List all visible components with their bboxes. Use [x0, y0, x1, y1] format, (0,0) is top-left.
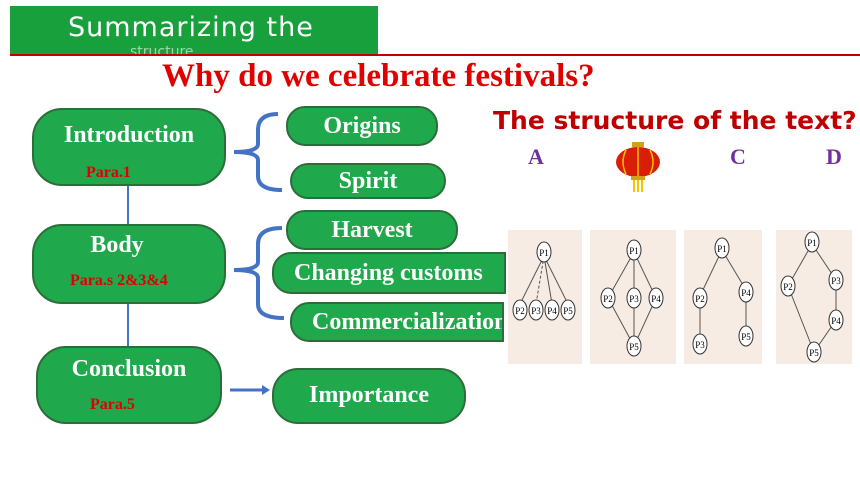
header-banner: Summarizing the structure — [10, 6, 378, 56]
section-introduction-para: Para.1 — [86, 164, 131, 181]
option-d[interactable]: D — [826, 144, 842, 169]
diagram-panel-c: P1 P2 P4 P3 P5 — [684, 230, 762, 364]
section-body: Body Para.s 2&3&4 — [32, 224, 226, 304]
diagram-d-node: P5 — [809, 348, 819, 358]
diagram-b-node: P1 — [629, 246, 639, 256]
banner-subtitle: structure — [130, 44, 194, 56]
header-divider — [10, 54, 860, 56]
section-conclusion-label: Conclusion — [71, 356, 187, 382]
diagram-c-node: P3 — [695, 340, 705, 350]
diagram-d-node: P1 — [807, 238, 817, 248]
banner-title: Summarizing the — [68, 12, 314, 43]
item-spirit: Spirit — [290, 163, 446, 199]
diagram-b-node: P5 — [629, 342, 639, 352]
diagram-panel-a: P1 P2 P3 P4 P5 — [508, 230, 582, 364]
diagram-c-node: P1 — [717, 244, 727, 254]
diagram-a-node: P2 — [515, 306, 525, 316]
diagram-c-node: P4 — [741, 288, 751, 298]
item-commercialization: Commercialization — [290, 302, 504, 342]
section-introduction: Introduction Para.1 — [32, 108, 226, 186]
lantern-icon — [616, 142, 660, 192]
section-conclusion: Conclusion Para.5 — [36, 346, 222, 424]
item-harvest: Harvest — [286, 210, 458, 250]
diagram-d-node: P3 — [831, 276, 841, 286]
section-introduction-label: Introduction — [63, 122, 195, 148]
diagram-panel-d: P1 P2 P3 P4 P5 — [776, 230, 852, 364]
body-bracket — [233, 226, 285, 320]
item-origins: Origins — [286, 106, 438, 146]
diagram-b-node: P3 — [629, 294, 639, 304]
diagram-a-node: P4 — [547, 306, 557, 316]
diagram-b-node: P4 — [651, 294, 661, 304]
conclusion-arrow-head — [262, 385, 270, 395]
diagram-a-node: P5 — [563, 306, 573, 316]
item-changing-customs: Changing customs — [272, 252, 506, 294]
diagram-panel-b: P1 P2 P3 P4 P5 — [590, 230, 676, 364]
section-body-label: Body — [90, 232, 144, 258]
diagram-d-node: P2 — [783, 282, 793, 292]
slide-title: Why do we celebrate festivals? — [162, 58, 595, 94]
option-c[interactable]: C — [730, 144, 746, 169]
diagram-a-node: P1 — [539, 248, 549, 258]
diagram-c-node: P2 — [695, 294, 705, 304]
option-a[interactable]: A — [528, 144, 544, 169]
structure-question: The structure of the text? — [493, 106, 857, 135]
section-body-para: Para.s 2&3&4 — [70, 272, 168, 289]
section-conclusion-para: Para.5 — [90, 396, 135, 413]
item-importance: Importance — [272, 368, 466, 424]
intro-bracket — [233, 112, 283, 192]
diagram-c-node: P5 — [741, 332, 751, 342]
diagram-d-node: P4 — [831, 316, 841, 326]
diagram-b-node: P2 — [603, 294, 613, 304]
diagram-a-node: P3 — [531, 306, 541, 316]
